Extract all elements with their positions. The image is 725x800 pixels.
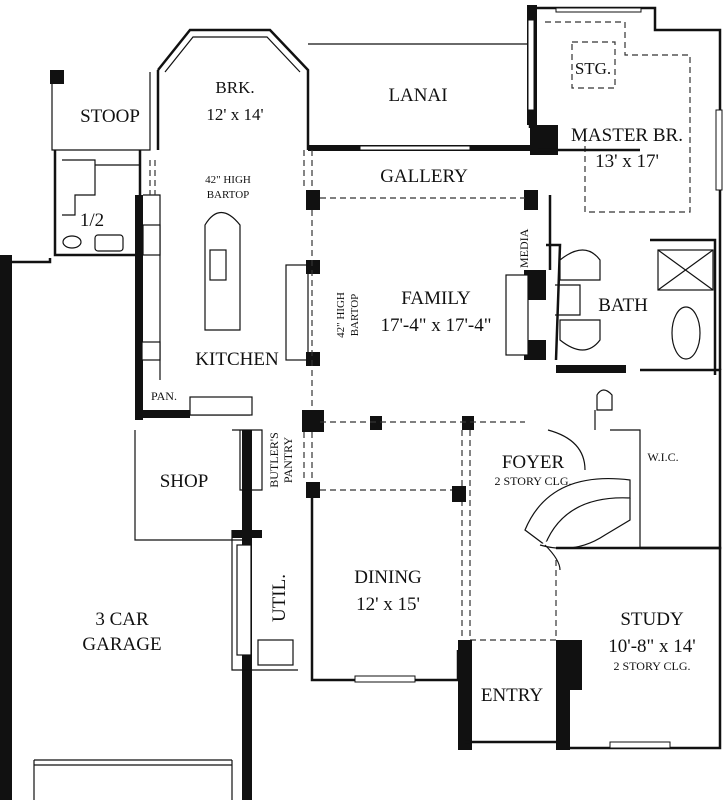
room-label-kitchen: KITCHEN — [195, 349, 279, 370]
room-label-master-bedroom: MASTER BR. — [571, 125, 683, 146]
room-label-utility: UTIL. — [269, 574, 290, 622]
room-label-shop: SHOP — [160, 471, 209, 492]
room-label-garage-line1: 3 CAR — [95, 609, 149, 630]
bartop-label-kitchen-line2: BARTOP — [207, 189, 250, 201]
bartop-label-family-line1: 42" HIGH — [335, 292, 347, 338]
room-label-bath: BATH — [598, 295, 648, 316]
room-label-dining: DINING — [354, 567, 422, 588]
room-label-study: STUDY — [620, 609, 684, 630]
room-label-stoop: STOOP — [80, 106, 140, 127]
room-dimensions-master-bedroom: 13' x 17' — [595, 151, 659, 172]
room-note-foyer: 2 STORY CLG. — [494, 474, 571, 488]
room-label-butlers-pantry-line2: PANTRY — [281, 437, 295, 484]
room-label-storage: STG. — [575, 59, 611, 78]
room-dimensions-family: 17'-4" x 17'-4" — [380, 315, 491, 336]
room-label-lanai: LANAI — [388, 85, 447, 106]
room-dimensions-dining: 12' x 15' — [356, 594, 420, 615]
room-label-pantry: PAN. — [151, 389, 177, 403]
bartop-label-family-line2: BARTOP — [349, 294, 361, 337]
walls — [0, 5, 723, 800]
room-label-family: FAMILY — [401, 288, 471, 309]
room-label-foyer: FOYER — [502, 452, 565, 473]
room-label-butlers-pantry-line1: BUTLER'S — [267, 432, 281, 488]
room-label-half-bath: 1/2 — [80, 210, 104, 231]
bartop-label-kitchen-line1: 42" HIGH — [205, 174, 251, 186]
room-label-entry: ENTRY — [481, 685, 544, 706]
room-note-study: 2 STORY CLG. — [613, 659, 690, 673]
room-label-breakfast: BRK. — [215, 78, 254, 97]
room-labels: STOOP BRK. 12' x 14' LANAI STG. MASTER B… — [80, 59, 696, 706]
room-dimensions-breakfast: 12' x 14' — [206, 105, 263, 124]
room-dimensions-study: 10'-8" x 14' — [608, 636, 695, 657]
room-label-garage-line2: GARAGE — [82, 634, 161, 655]
room-label-walk-in-closet: W.I.C. — [647, 450, 678, 464]
room-label-gallery: GALLERY — [380, 166, 468, 187]
room-label-media: MEDIA — [517, 228, 531, 268]
